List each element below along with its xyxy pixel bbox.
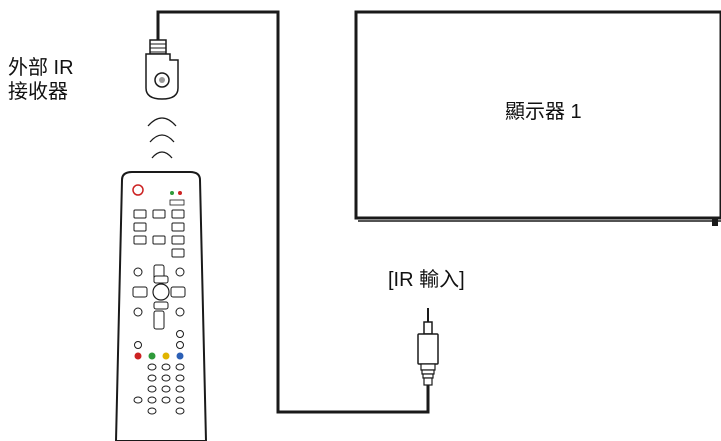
- remote-green-key: [148, 352, 156, 360]
- display-1: [354, 10, 721, 226]
- ir-signal-waves-icon: [147, 117, 177, 159]
- sensor-label-line2: 接收器: [8, 81, 68, 103]
- ir-receiver-icon: [145, 39, 179, 100]
- display-label: 顯示器 1: [505, 101, 582, 123]
- remote-power-button: [132, 184, 144, 196]
- remote-blue-key: [176, 352, 184, 360]
- sensor-label-line1: 外部 IR: [8, 57, 74, 79]
- remote-control-icon: [114, 171, 208, 441]
- audio-jack-plug-icon: [417, 308, 439, 386]
- ir-input-label: [IR 輸入]: [388, 269, 465, 291]
- remote-red-key: [134, 352, 142, 360]
- ir-cable: [156, 10, 430, 414]
- remote-yellow-key: [162, 352, 170, 360]
